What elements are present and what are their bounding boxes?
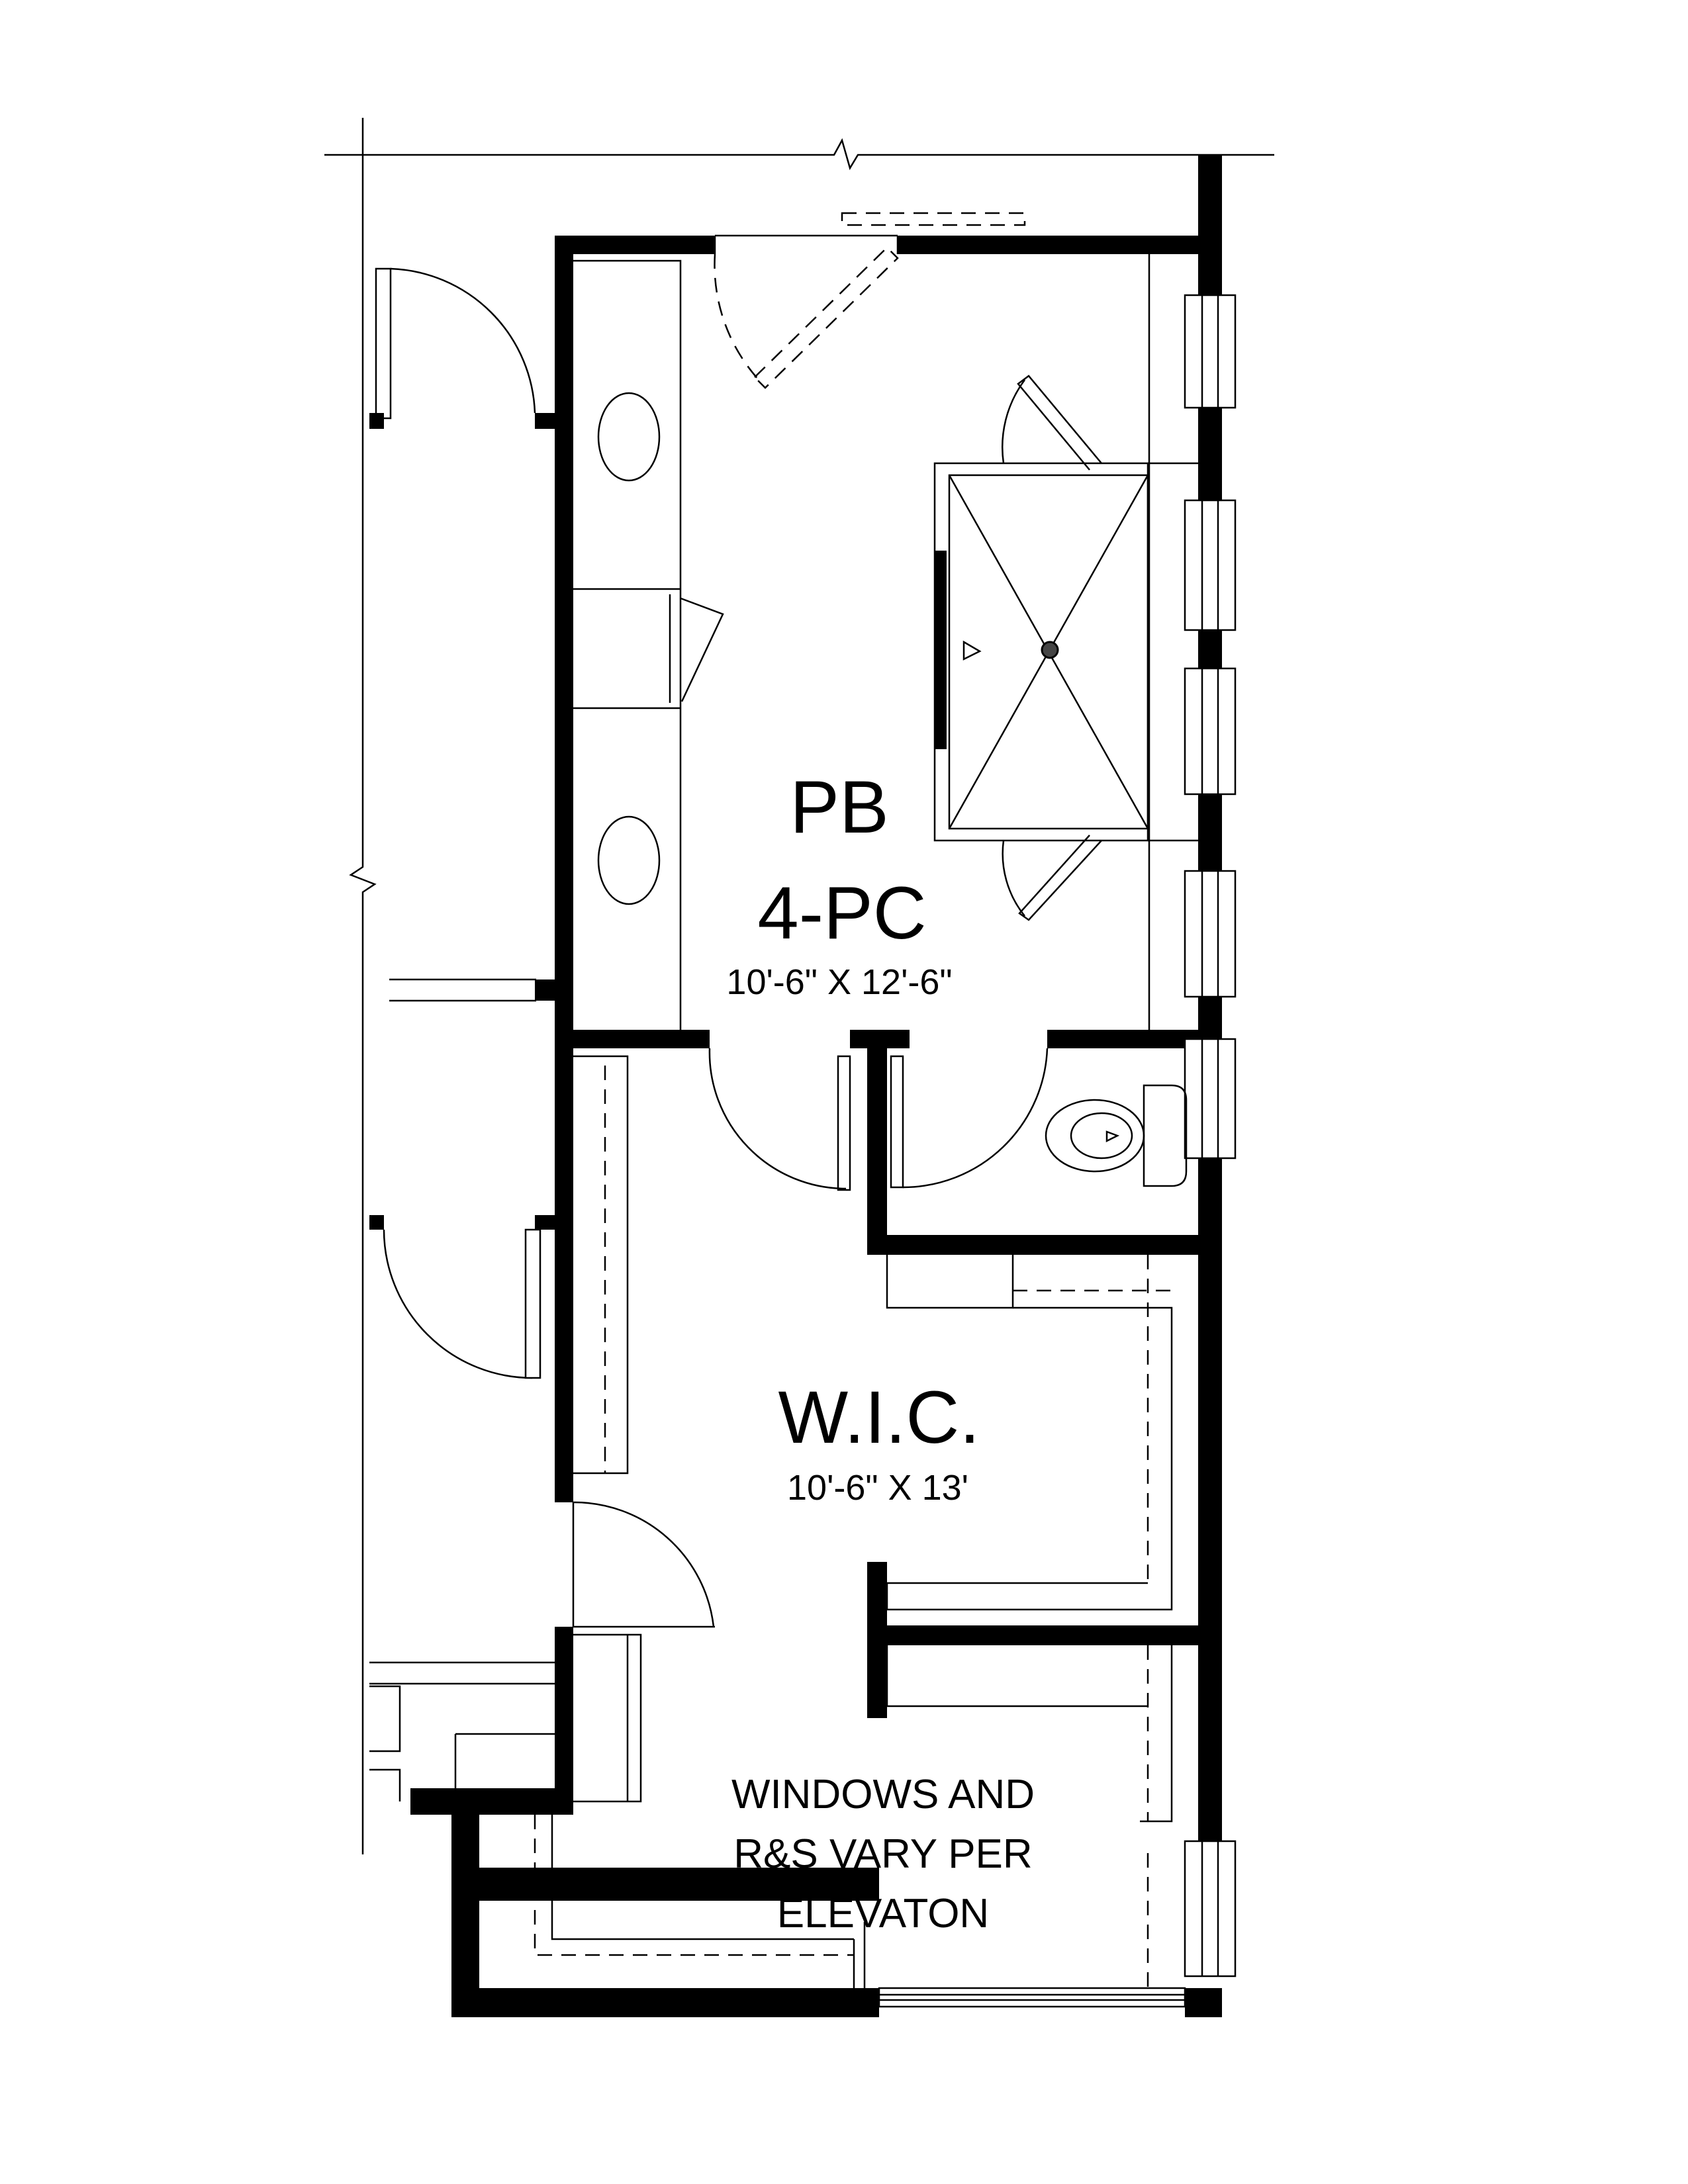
vanity [573,259,724,1030]
right-windows [1184,294,1237,1978]
left-hall-door-upper [369,267,555,429]
wc-door [890,1048,1049,1189]
bath-entry-door [714,212,1026,389]
note-line-3: ELEVATON [777,1891,989,1936]
bath-name: PB [790,766,888,848]
toilet-icon [1045,1084,1188,1187]
closet-name: W.I.C. [778,1376,980,1459]
closet-label: W.I.C. 10'-6" X 13' [778,1376,980,1508]
closet-entry-door [572,1501,715,1628]
closet-size: 10'-6" X 13' [787,1468,968,1508]
wall-stub-left [535,979,555,1001]
existing-house-lines [324,118,1274,1854]
bath-type: 4-PC [757,872,926,954]
left-wall-lower [451,1815,479,2017]
lower-closet-rods [534,1815,866,1988]
closet-shelving [573,1055,1173,1988]
shower [933,254,1198,1030]
closet-door-upper [708,1048,851,1191]
walls [410,155,1222,1902]
note-line-2: R&S VARY PER [733,1831,1032,1877]
note-line-1: WINDOWS AND [731,1772,1035,1817]
bottom-wall-right [1185,1988,1222,2017]
elevation-note: WINDOWS AND R&S VARY PER ELEVATON [731,1772,1035,1936]
sink-lower [597,815,661,905]
left-hall-door-lower [369,1215,555,1379]
bottom-window [878,1987,1186,2008]
shower-drain-icon [1041,641,1059,659]
bottom-wall-left [451,1988,879,2017]
bath-size: 10'-6" X 12'-6" [726,962,952,1002]
bath-label: PB 4-PC 10'-6" X 12'-6" [726,766,952,1002]
sink-upper [597,392,661,482]
